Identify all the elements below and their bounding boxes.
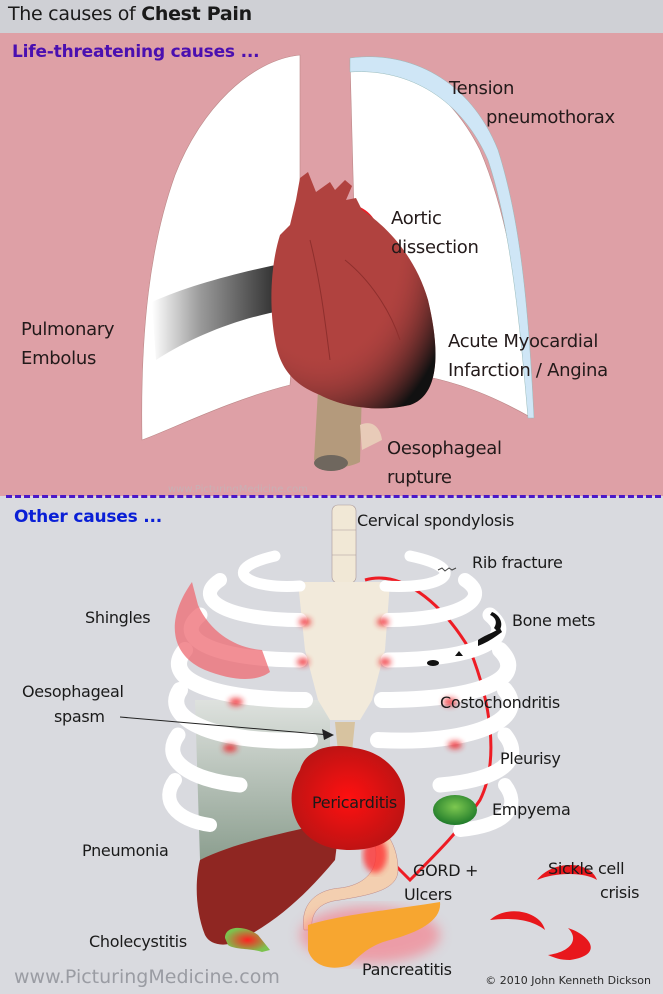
label-acute-mi: Acute Myocardial	[448, 331, 599, 352]
label-rupture: rupture	[387, 467, 452, 488]
label-oesophageal-spasm-2: spasm	[54, 707, 105, 726]
label-pericarditis: Pericarditis	[312, 793, 397, 812]
sternum	[298, 582, 390, 720]
gallbladder	[225, 927, 270, 952]
label-ulcers: Ulcers	[404, 885, 452, 904]
label-dissection: dissection	[391, 237, 479, 258]
label-costochondritis: Costochondritis	[440, 693, 560, 712]
watermark: www.PicturingMedicine.com	[14, 966, 280, 988]
pneumothorax-mark	[349, 56, 535, 419]
pancreas	[300, 902, 441, 968]
costochondral-inflammation	[223, 618, 462, 752]
rib-fracture-mark	[437, 567, 457, 572]
title-prefix: The causes of	[8, 3, 142, 25]
sickle-cells	[490, 865, 597, 960]
pulmonary-embolus-mark	[152, 262, 290, 360]
page-title: The causes of Chest Pain	[8, 3, 252, 25]
label-pneumonia: Pneumonia	[82, 841, 169, 860]
pericardium	[291, 746, 405, 850]
oesophagus-lower	[335, 722, 355, 752]
label-empyema: Empyema	[492, 800, 571, 819]
empyema-mark	[433, 795, 477, 825]
section-divider	[6, 495, 661, 498]
label-oesophageal-spasm-1: Oesophageal	[22, 682, 124, 701]
shingles-mark	[174, 582, 270, 679]
spine	[331, 504, 357, 584]
label-cholecystitis: Cholecystitis	[89, 932, 187, 951]
watermark-small: www.PicturingMedicine.com	[168, 484, 308, 495]
left-lung	[141, 54, 301, 441]
oesophagus	[314, 388, 382, 471]
bone-mets-marks	[427, 612, 502, 666]
label-gord: GORD +	[413, 861, 479, 880]
label-rib-fracture: Rib fracture	[472, 553, 563, 572]
title-bar: The causes of Chest Pain	[0, 0, 663, 33]
label-cervical-spondylosis: Cervical spondylosis	[357, 511, 515, 530]
label-embolus: Embolus	[21, 348, 97, 369]
label-oesophageal: Oesophageal	[387, 438, 502, 459]
copyright: © 2010 John Kenneth Dickson	[485, 974, 651, 987]
label-sickle-cell: Sickle cell	[548, 859, 625, 878]
label-pulmonary: Pulmonary	[21, 319, 115, 340]
spasm-arrow	[119, 716, 334, 740]
liver	[196, 820, 340, 945]
other-causes-section	[0, 496, 663, 994]
label-aortic: Aortic	[391, 208, 442, 229]
title-bold: Chest Pain	[141, 3, 252, 25]
label-infarction-angina: Infarction / Angina	[448, 360, 608, 381]
label-crisis: crisis	[600, 883, 640, 902]
heart	[271, 172, 436, 409]
label-pancreatitis: Pancreatitis	[362, 960, 452, 979]
life-threatening-heading: Life-threatening causes ...	[12, 42, 260, 62]
label-bone-mets: Bone mets	[512, 611, 596, 630]
label-pleurisy: Pleurisy	[500, 749, 561, 768]
label-pneumothorax: pneumothorax	[486, 107, 615, 128]
label-shingles: Shingles	[85, 608, 151, 627]
label-tension: Tension	[449, 78, 515, 99]
other-causes-heading: Other causes ...	[14, 507, 163, 527]
